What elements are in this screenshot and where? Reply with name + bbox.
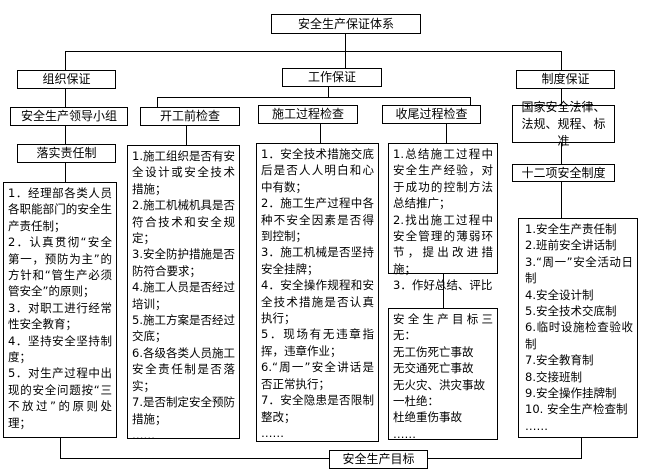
closing-check-list: 1.总结施工过程中安全生产经验，对于成功的控制方法总结推广； 2.找出施工过程中… — [388, 143, 498, 292]
list-item: 杜绝重伤事故 — [393, 410, 462, 425]
list-item: 10. 安全生产检查制 — [525, 402, 628, 417]
connector — [328, 86, 329, 97]
list-item: 7．安全隐患是否限制整改； — [261, 393, 374, 424]
list-item: 2.班前安全讲话制 — [525, 238, 617, 253]
list-item: 5．对生产过程中出现的安全问题按“三不放过”的原则处理； — [8, 366, 112, 430]
connector — [157, 97, 158, 107]
connector — [65, 125, 66, 144]
connector — [60, 437, 61, 458]
connector — [443, 273, 444, 308]
safety-target-box: 安全生产目标 — [329, 450, 428, 469]
root-title-box: 安全生产保证体系 — [271, 14, 421, 34]
list-item: 6.“周一”安全讲话是否正常执行； — [261, 360, 374, 391]
list-item: 无工伤死亡事故 — [393, 344, 474, 359]
work-assurance-box: 工作保证 — [282, 68, 382, 87]
leadership-group-box: 安全生产领导小组 — [10, 107, 128, 126]
list-item: 3.安全防护措施是否防符合要求； — [132, 247, 235, 278]
safety-goal-three-none-box: 安全生产目标三无： 无工伤死亡事故 无交通死亡事故 无火灾、洪灾事故 一杜绝： … — [388, 308, 498, 441]
laws-box: 国家安全法律、法规、规程、标准 — [512, 100, 615, 148]
system-assurance-box: 制度保证 — [516, 70, 615, 89]
list-item: 5．现场有无违章指挥，违章作业； — [261, 327, 374, 358]
connector — [561, 51, 562, 70]
connector — [157, 97, 470, 98]
list-item: 安全生产目标三无： — [393, 312, 493, 343]
connector — [65, 51, 562, 52]
list-item: 无火灾、洪灾事故 — [393, 377, 485, 392]
list-item: …… — [393, 426, 416, 441]
connector — [65, 51, 66, 70]
list-item: 4．坚持安全坚持制度； — [8, 333, 112, 365]
connector — [561, 181, 562, 218]
connector — [561, 142, 562, 164]
list-item: 6.临时设施检查验收制 — [525, 320, 633, 351]
list-item: 1.安全生产责任制 — [525, 222, 617, 236]
connector — [581, 438, 582, 458]
connector — [65, 162, 66, 182]
list-item: 4.安全设计制 — [525, 287, 594, 302]
list-item: 1．安全技术措施交底后是否人人明白和心中有数； — [261, 147, 374, 194]
list-item: 3．作好总结、评比 — [393, 278, 493, 293]
process-check-list: 1．安全技术措施交底后是否人人明白和心中有数； 2．施工生产过程中各种不安全因素… — [256, 143, 379, 442]
connector — [446, 123, 447, 143]
list-item: 3．施工机械是否坚持安全挂牌； — [261, 245, 374, 276]
org-assurance-box: 组织保证 — [17, 70, 116, 89]
list-item: 8.交接班制 — [525, 369, 582, 384]
list-item: 9.安全操作挂牌制 — [525, 386, 617, 401]
connector — [345, 33, 346, 68]
list-item: 1.施工组织是否有安全设计或安全技术措施； — [132, 149, 235, 196]
list-item: …… — [261, 425, 284, 440]
connector — [186, 125, 187, 145]
list-item: 2.施工机械机具是否符合技术和安全规定； — [132, 198, 235, 246]
list-item: 4．安全操作规程和安全技术措施是否认真执行； — [261, 278, 374, 326]
list-item: 1．经理部各类人员各职能部门的安全生产责任制； — [8, 186, 112, 233]
list-item: 6.各级各类人员施工安全责任制是否落实； — [132, 345, 235, 393]
list-item: 5.安全技术交底制 — [525, 304, 617, 319]
list-item: 1.总结施工过程中安全生产经验，对于成功的控制方法总结推广； — [393, 147, 493, 211]
list-item: 2．施工生产过程中各种不安全因素是否得到控制； — [261, 196, 374, 244]
pre-check-box: 开工前检查 — [140, 107, 240, 126]
list-item: 3．对职工进行经常性安全教育； — [8, 300, 112, 332]
connector — [561, 88, 562, 105]
list-item: 3.“周一”安全活动日制 — [525, 254, 633, 286]
list-item: 2．认真贯彻“安全第一，预防为主”的方针和“管生产必须管安全”的原则； — [8, 235, 112, 299]
responsibility-list: 1．经理部各类人员各职能部门的安全生产责任制； 2．认真贯彻“安全第一，预防为主… — [3, 182, 117, 438]
connector — [65, 88, 66, 107]
list-item: 7.安全教育制 — [525, 353, 594, 368]
pre-check-list: 1.施工组织是否有安全设计或安全技术措施； 2.施工机械机具是否符合技术和安全规… — [127, 145, 240, 442]
list-item: …… — [525, 418, 548, 433]
list-item: 4.施工人员是否经过培训； — [132, 280, 235, 311]
connector — [470, 97, 471, 105]
list-item: 7.是否制定安全预防措施； — [132, 395, 235, 426]
closing-check-box: 收尾过程检查 — [382, 105, 481, 124]
list-item: …… — [132, 427, 155, 442]
twelve-systems-box: 十二项安全制度 — [512, 164, 615, 182]
connector — [60, 458, 582, 459]
list-item: 5.施工方案是否经过交底； — [132, 313, 235, 344]
twelve-systems-list: 1.安全生产责任制 2.班前安全讲话制 3.“周一”安全活动日制 4.安全设计制… — [518, 218, 638, 438]
responsibility-box: 落实责任制 — [17, 144, 116, 163]
list-item: 2.找出施工过程中安全管理的薄弱环节，提出改进措施； — [393, 212, 493, 276]
connector — [320, 123, 321, 143]
process-check-box: 施工过程检查 — [258, 105, 358, 124]
list-item: 无交通死亡事故 — [393, 361, 474, 376]
list-item: 一杜绝： — [393, 394, 439, 409]
